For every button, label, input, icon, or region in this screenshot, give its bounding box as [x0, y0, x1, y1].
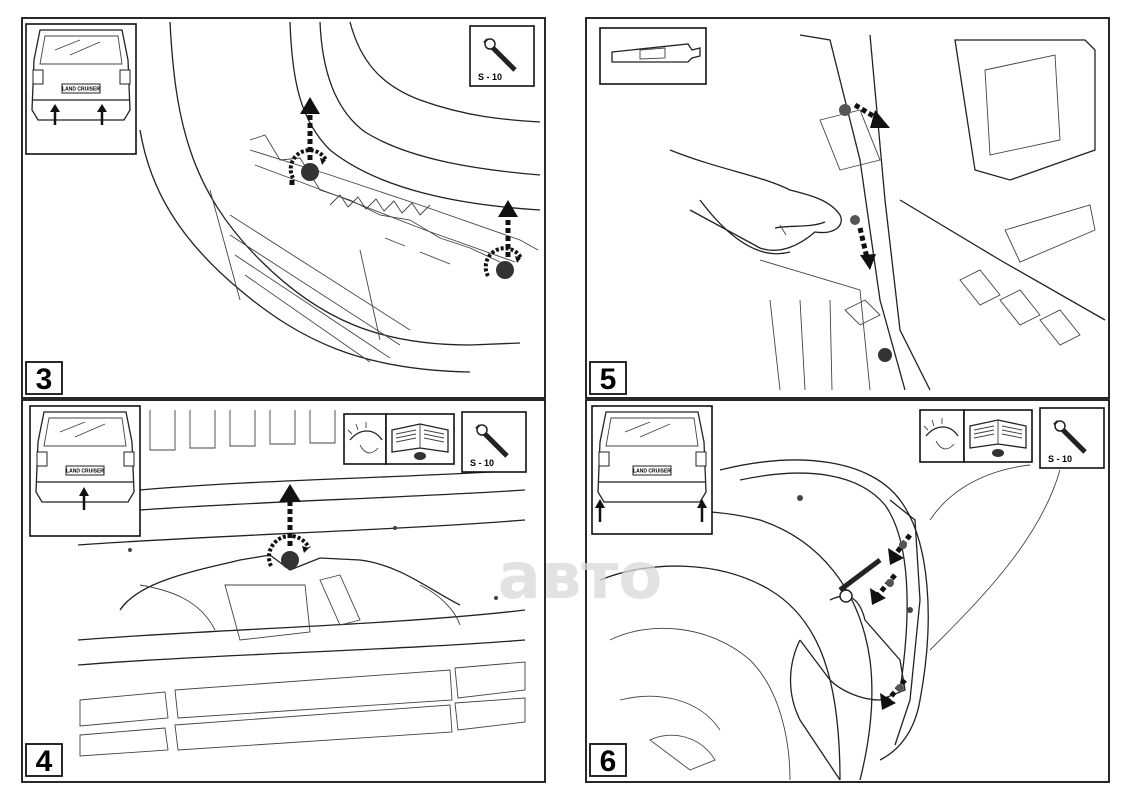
tool-size-label: S - 10 — [1048, 454, 1072, 464]
bolt-right — [483, 200, 523, 279]
panel-step-4: LAND CRUISER S - 10 4 — [21, 399, 546, 783]
plate-text: LAND CRUISER — [633, 469, 671, 475]
hand-with-wrench-illustration — [789, 558, 906, 781]
socket-wrench-icon: S - 10 — [469, 25, 535, 87]
tool-size-label: S - 10 — [478, 72, 502, 82]
bolt-center — [267, 484, 311, 569]
step-number-badge: 3 — [25, 361, 63, 396]
removal-arrows — [870, 533, 912, 710]
eye-check-icon — [343, 413, 387, 465]
step-number-badge: 4 — [25, 743, 63, 778]
step-number: 6 — [600, 745, 617, 778]
panel-step-3: LAND CRUISER S - 10 3 — [21, 17, 546, 399]
tailgate-car-thumbnail-icon: LAND CRUISER — [29, 405, 141, 537]
watermark-text: авто — [498, 540, 663, 614]
step-number-badge: 6 — [589, 743, 627, 778]
panel-step-6: LAND CRUISER S - 10 6 — [585, 399, 1110, 783]
socket-wrench-icon: S - 10 — [461, 411, 527, 473]
trim-removal-tool-icon — [599, 27, 707, 85]
socket-wrench-icon: S - 10 — [1039, 407, 1105, 469]
clip-arrows — [839, 102, 890, 270]
bolt-left — [288, 97, 328, 185]
panel-step-5: 5 — [585, 17, 1110, 399]
step-number-badge: 5 — [589, 361, 627, 396]
tailgate-car-thumbnail-icon: LAND CRUISER — [591, 405, 713, 535]
step-number: 3 — [36, 363, 53, 396]
manual-book-icon — [385, 413, 455, 465]
hand-illustration — [669, 149, 842, 255]
rear-crossmember-illustration — [77, 410, 526, 757]
step-number: 5 — [600, 363, 617, 396]
plate-text: LAND CRUISER — [62, 87, 100, 93]
step-number: 4 — [36, 745, 53, 778]
eye-check-icon — [919, 409, 965, 463]
manual-book-icon — [963, 409, 1033, 463]
bumper-illustration — [139, 21, 541, 373]
wheel-arch-illustration — [599, 459, 1061, 781]
tailgate-car-thumbnail-icon: LAND CRUISER — [25, 23, 137, 155]
tool-size-label: S - 10 — [470, 458, 494, 468]
plate-text: LAND CRUISER — [66, 469, 104, 475]
